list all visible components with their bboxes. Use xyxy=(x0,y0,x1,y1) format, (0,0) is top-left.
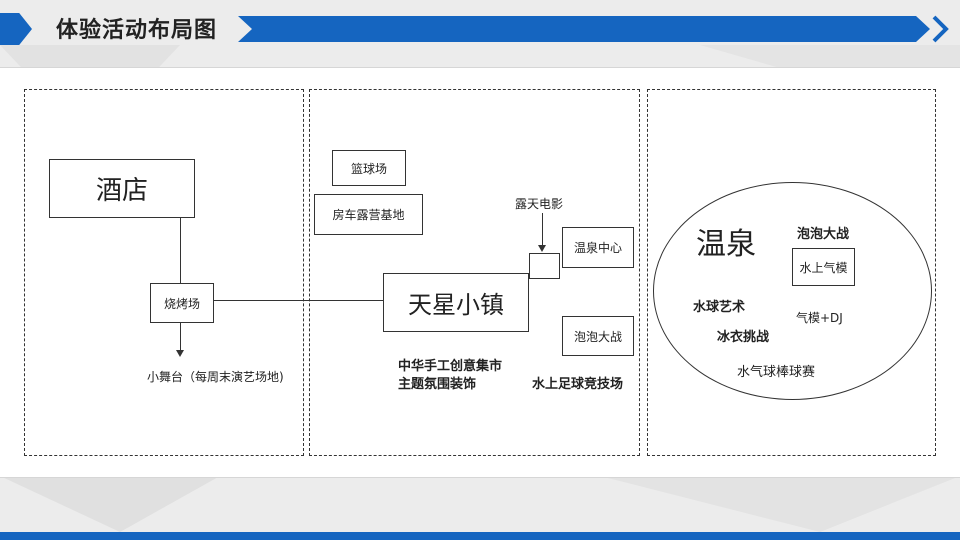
town-label: 天星小镇 xyxy=(408,291,504,319)
movie-arrow-line xyxy=(542,213,543,245)
left-zone xyxy=(24,89,304,456)
page-title: 体验活动布局图 xyxy=(56,18,218,43)
bbq-box: 烧烤场 xyxy=(150,283,214,323)
bubble-battle-box: 泡泡大战 xyxy=(562,316,634,356)
header-chevron-right-icon xyxy=(932,15,949,43)
bbq-label: 烧烤场 xyxy=(163,296,200,311)
water-balloon-model-box: 水上气模 xyxy=(792,248,855,286)
stage-label: 小舞台（每周末演艺场地) xyxy=(147,370,284,384)
hotel-box: 酒店 xyxy=(49,159,195,218)
rv-camp-box: 房车露营基地 xyxy=(314,194,423,235)
hotel-to-bbq-line xyxy=(180,218,181,283)
water-polo-art-label: 水球艺术 xyxy=(693,300,746,315)
ice-challenge-label: 冰衣挑战 xyxy=(717,330,770,345)
market-label-line1: 中华手工创意集市 xyxy=(398,359,503,374)
open-air-movie-label: 露天电影 xyxy=(515,197,564,211)
hotel-label: 酒店 xyxy=(95,176,148,206)
footer-accent-bar xyxy=(0,532,960,540)
bbq-to-stage-line xyxy=(180,323,181,351)
right-zone xyxy=(647,89,936,456)
movie-screen-box xyxy=(529,253,560,279)
hot-spring-center-label: 温泉中心 xyxy=(573,241,622,255)
basketball-box: 篮球场 xyxy=(332,150,406,186)
market-label-line2: 主题氛围装饰 xyxy=(398,377,477,392)
hot-spring-center-box: 温泉中心 xyxy=(562,227,634,268)
water-baseball-label: 水气球棒球赛 xyxy=(737,365,816,380)
middle-zone xyxy=(309,89,640,456)
bubble-battle-label: 泡泡大战 xyxy=(573,329,622,344)
header-accent-bar xyxy=(238,16,930,42)
movie-arrow-icon xyxy=(538,245,546,252)
hot-spring-label: 温泉 xyxy=(696,227,756,262)
basketball-label: 篮球场 xyxy=(350,161,387,176)
right-bubble-battle-label: 泡泡大战 xyxy=(797,227,850,242)
rv-camp-label: 房车露营基地 xyxy=(332,208,405,222)
balloon-model-dj-label: 气模+DJ xyxy=(796,311,843,325)
town-box: 天星小镇 xyxy=(383,273,529,332)
water-football-label: 水上足球竞技场 xyxy=(532,377,624,392)
bbq-to-town-line xyxy=(214,300,383,301)
hot-spring-circle xyxy=(653,182,932,400)
water-balloon-model-label: 水上气模 xyxy=(799,260,848,275)
stage-arrow-icon xyxy=(176,350,184,357)
